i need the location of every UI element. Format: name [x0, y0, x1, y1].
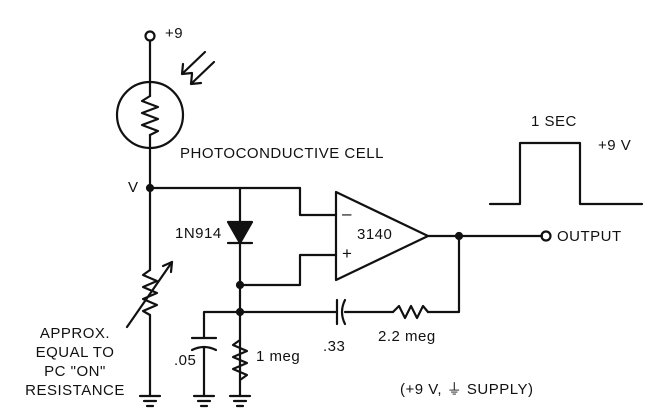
opamp-symbol — [334, 190, 430, 282]
ground-1meg-icon — [228, 394, 252, 408]
cap-05-label: .05 — [174, 352, 197, 369]
node-v-label: V — [128, 179, 139, 196]
opamp-label: 3140 — [357, 226, 393, 243]
resistor-1meg-label: 1 meg — [256, 348, 301, 365]
output-label: OUTPUT — [557, 228, 622, 245]
opamp-minus-label: – — [342, 204, 352, 223]
ground-left-icon — [138, 394, 162, 408]
output-terminal — [540, 230, 552, 242]
ground-cap-icon — [192, 394, 216, 408]
approx-note: APPROX. EQUAL TO PC "ON" RESISTANCE — [20, 324, 130, 400]
wire-to-minus — [298, 186, 338, 217]
wire-feedback-right — [426, 234, 461, 314]
opamp-plus-label: + — [342, 244, 353, 263]
cap-33-label: .33 — [323, 338, 346, 355]
capacitor-33-symbol — [335, 298, 347, 326]
pulse-amp-label: +9 V — [598, 137, 632, 154]
photocell-label: PHOTOCONDUCTIVE CELL — [180, 145, 384, 162]
approx-line-4: RESISTANCE — [25, 382, 125, 399]
light-arrows-icon — [180, 50, 216, 86]
approx-line-2: EQUAL TO — [35, 344, 115, 361]
resistor-1meg-symbol — [231, 338, 249, 382]
supply-label: +9 — [165, 25, 184, 42]
supply-terminal — [144, 30, 156, 42]
diode-label: 1N914 — [175, 225, 222, 242]
photocell-symbol — [115, 80, 185, 150]
approx-line-3: PC "ON" — [44, 363, 106, 380]
pulse-width-label: 1 SEC — [531, 113, 577, 130]
resistor-2-2meg-symbol — [391, 304, 430, 320]
resistor-2-2meg-label: 2.2 meg — [378, 328, 436, 345]
output-pulse-waveform — [488, 141, 644, 206]
diode-symbol — [226, 220, 254, 245]
wire-to-plus — [238, 253, 338, 287]
variable-resistor-symbol — [125, 260, 174, 398]
wire-cap-05 — [202, 310, 242, 340]
approx-line-1: APPROX. — [39, 325, 111, 342]
supply-note: (+9 V, ⏚ SUPPLY) — [400, 381, 534, 398]
